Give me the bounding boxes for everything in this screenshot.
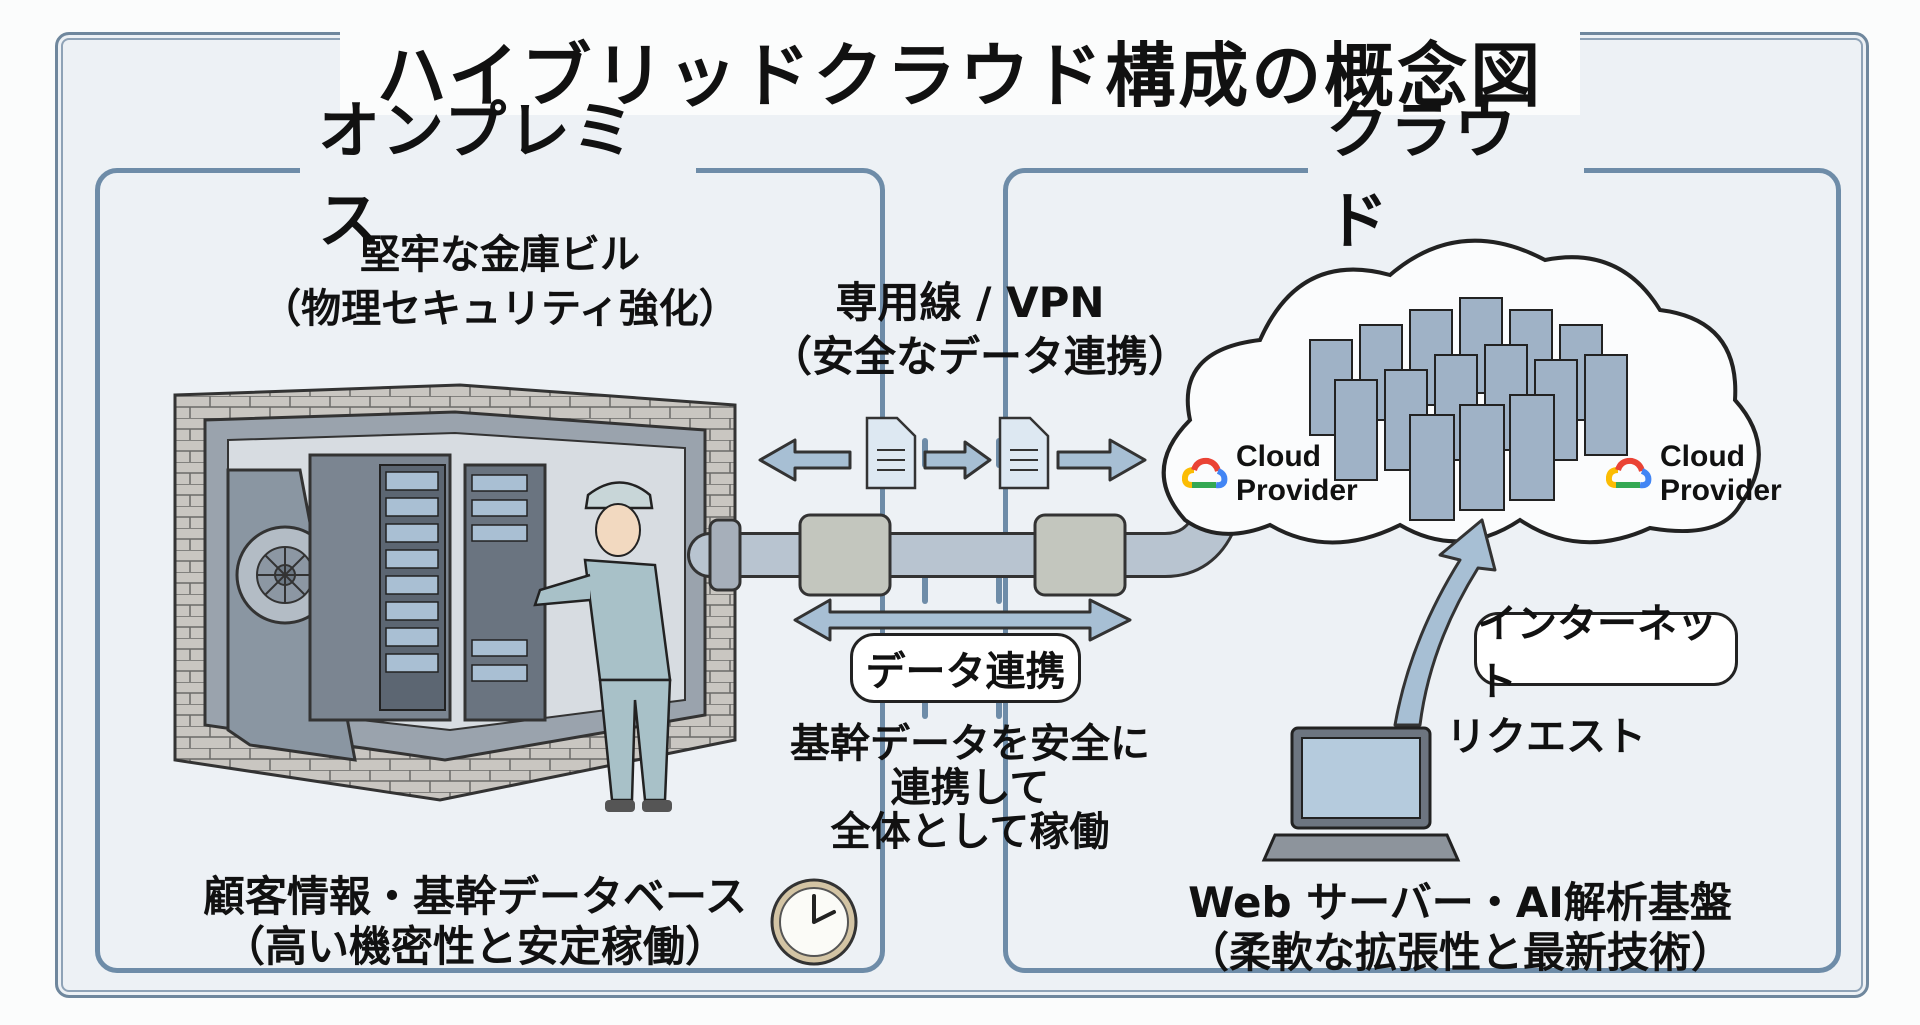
internet-bubble: インターネット bbox=[1474, 601, 1738, 705]
divider-line bbox=[996, 574, 1002, 604]
divider-line bbox=[922, 695, 928, 719]
cloud-footer-line1: Web サーバー・AI解析基盤 bbox=[1188, 878, 1732, 927]
connection-desc-line1: 基幹データを安全に bbox=[790, 721, 1150, 767]
divider-line bbox=[922, 574, 928, 604]
divider-line bbox=[996, 695, 1002, 719]
connection-description: 基幹データを安全に 連携して 全体として稼働 bbox=[760, 722, 1180, 854]
document-icon bbox=[865, 416, 1050, 490]
cloud-provider-text-line2: Provider bbox=[1660, 474, 1782, 507]
pipe-icon bbox=[687, 497, 1238, 597]
onprem-subtitle-line2: （物理セキュリティ強化） bbox=[261, 286, 739, 332]
connection-desc-line3: 全体として稼働 bbox=[830, 809, 1110, 855]
cloud-provider-text-line1: Cloud bbox=[1236, 440, 1321, 473]
server-cluster-icon bbox=[1309, 297, 1628, 521]
clock-icon bbox=[770, 878, 858, 966]
laptop-icon bbox=[1261, 726, 1461, 862]
double-arrow-icon bbox=[758, 438, 1147, 642]
connection-desc-line2: 連携して bbox=[890, 765, 1050, 811]
onprem-subtitle: 堅牢な金庫ビル （物理セキュリティ強化） bbox=[250, 228, 750, 336]
connection-label: 専用線 / VPN （安全なデータ連携） bbox=[770, 276, 1191, 384]
connection-label-line2: （安全なデータ連携） bbox=[770, 332, 1191, 381]
onprem-footer-line1: 顧客情報・基幹データベース bbox=[203, 872, 747, 921]
engineer-icon bbox=[533, 481, 672, 812]
onprem-subtitle-line1: 堅牢な金庫ビル bbox=[360, 232, 640, 278]
data-link-bubble: データ連携 bbox=[850, 633, 1081, 703]
arrow-up-icon bbox=[1393, 518, 1497, 727]
onprem-footer: 顧客情報・基幹データベース （高い機密性と安定稼働） bbox=[180, 872, 770, 972]
page-title: ハイブリッドクラウド構成の概念図 bbox=[376, 34, 1544, 117]
cloud-provider-label-right: Cloud Provider bbox=[1606, 440, 1782, 508]
cloud-footer: Web サーバー・AI解析基盤 （柔軟な拡張性と最新技術） bbox=[1160, 878, 1760, 978]
connection-label-line1: 専用線 / VPN bbox=[835, 278, 1105, 327]
server-rack-icon bbox=[308, 453, 547, 722]
cloud-provider-logo-icon bbox=[1606, 457, 1652, 489]
cloud-provider-text-line2: Provider bbox=[1236, 474, 1358, 507]
cloud-provider-logo-icon bbox=[1182, 457, 1228, 489]
request-label: リクエスト bbox=[1446, 714, 1646, 760]
onprem-footer-line2: （高い機密性と安定稼働） bbox=[222, 922, 727, 971]
cloud-provider-text-line1: Cloud bbox=[1660, 440, 1745, 473]
title-container: ハイブリッドクラウド構成の概念図 bbox=[340, 25, 1580, 117]
cloud-footer-line2: （柔軟な拡張性と最新技術） bbox=[1186, 928, 1733, 977]
cloud-provider-label-left: Cloud Provider bbox=[1182, 440, 1358, 508]
